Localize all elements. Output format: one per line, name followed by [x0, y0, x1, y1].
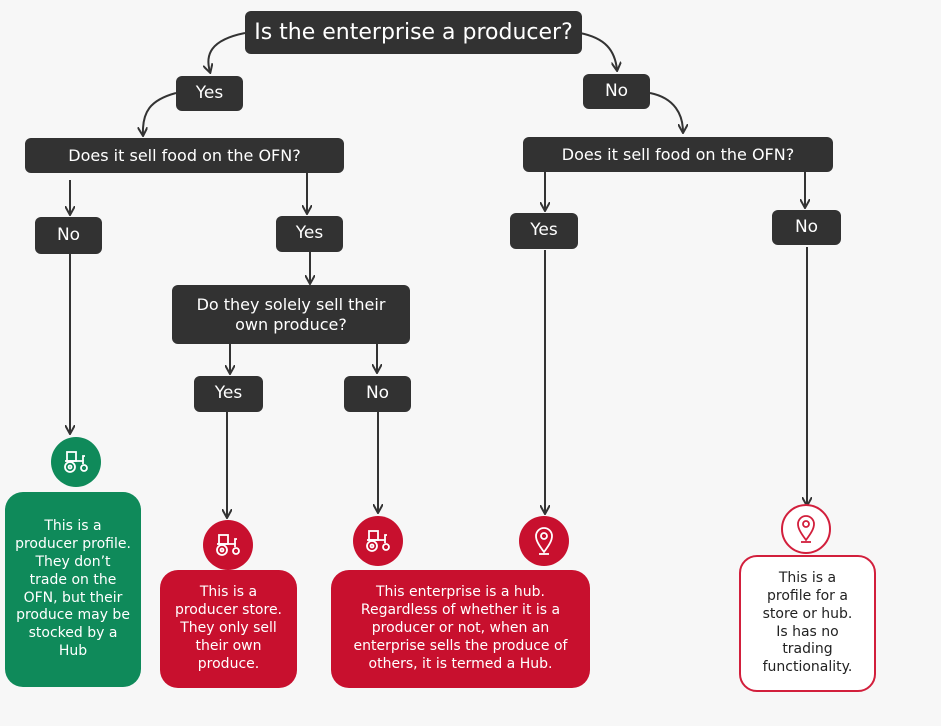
producer-store-card: This is a producer store. They only sell…	[160, 570, 297, 688]
producer-profile-icon-circle	[51, 437, 101, 487]
sub-yes-box: Yes	[194, 376, 263, 412]
left-yes-box: Yes	[276, 216, 343, 252]
tractor-icon	[366, 530, 390, 552]
root-no-label: No	[604, 80, 629, 101]
producer-profile-card: This is a producer profile. They don’t t…	[5, 492, 141, 687]
right-no-box: No	[772, 210, 841, 245]
producer-store-text: This is a producer store. They only sell…	[174, 584, 283, 672]
location-pin-icon	[535, 527, 553, 555]
hub-tractor-icon-circle	[353, 516, 403, 566]
location-pin-icon	[797, 515, 815, 543]
left-question: Does it sell food on the OFN?	[68, 145, 301, 165]
root-no-box: No	[583, 74, 650, 109]
producer-store-icon-circle	[203, 520, 253, 570]
right-yes-box: Yes	[510, 213, 578, 249]
arrow-root-no	[579, 32, 617, 70]
right-question: Does it sell food on the OFN?	[561, 144, 795, 164]
profile-text: This is a profile for a store or hub. Is…	[762, 569, 853, 676]
sub-question-box: Do they solely sell their own produce?	[172, 285, 410, 344]
root-yes-box: Yes	[176, 76, 243, 111]
tractor-icon	[216, 534, 240, 556]
left-yes-label: Yes	[295, 223, 324, 244]
left-no-label: No	[56, 224, 81, 245]
arrow-yes-question	[143, 92, 177, 135]
profile-pin-icon-circle	[781, 504, 831, 554]
left-question-box: Does it sell food on the OFN?	[25, 138, 344, 173]
hub-card: This enterprise is a hub. Regardless of …	[331, 570, 590, 688]
sub-no-box: No	[344, 376, 411, 412]
arrow-no-question	[649, 92, 683, 132]
right-yes-label: Yes	[530, 220, 558, 241]
profile-card: This is a profile for a store or hub. Is…	[739, 555, 876, 692]
right-no-label: No	[794, 216, 819, 237]
right-question-box: Does it sell food on the OFN?	[523, 137, 833, 172]
hub-text: This enterprise is a hub. Regardless of …	[353, 584, 568, 672]
sub-no-label: No	[365, 383, 390, 404]
arrow-root-yes	[208, 32, 246, 72]
sub-question: Do they solely sell their own produce?	[196, 294, 386, 334]
sub-yes-label: Yes	[214, 383, 243, 404]
root-question-box: Is the enterprise a producer?	[245, 11, 582, 54]
producer-profile-text: This is a producer profile. They don’t t…	[15, 517, 131, 660]
tractor-icon	[64, 451, 88, 473]
root-question: Is the enterprise a producer?	[254, 19, 573, 45]
hub-pin-icon-circle	[519, 516, 569, 566]
root-yes-label: Yes	[195, 82, 224, 103]
left-no-box: No	[35, 217, 102, 254]
